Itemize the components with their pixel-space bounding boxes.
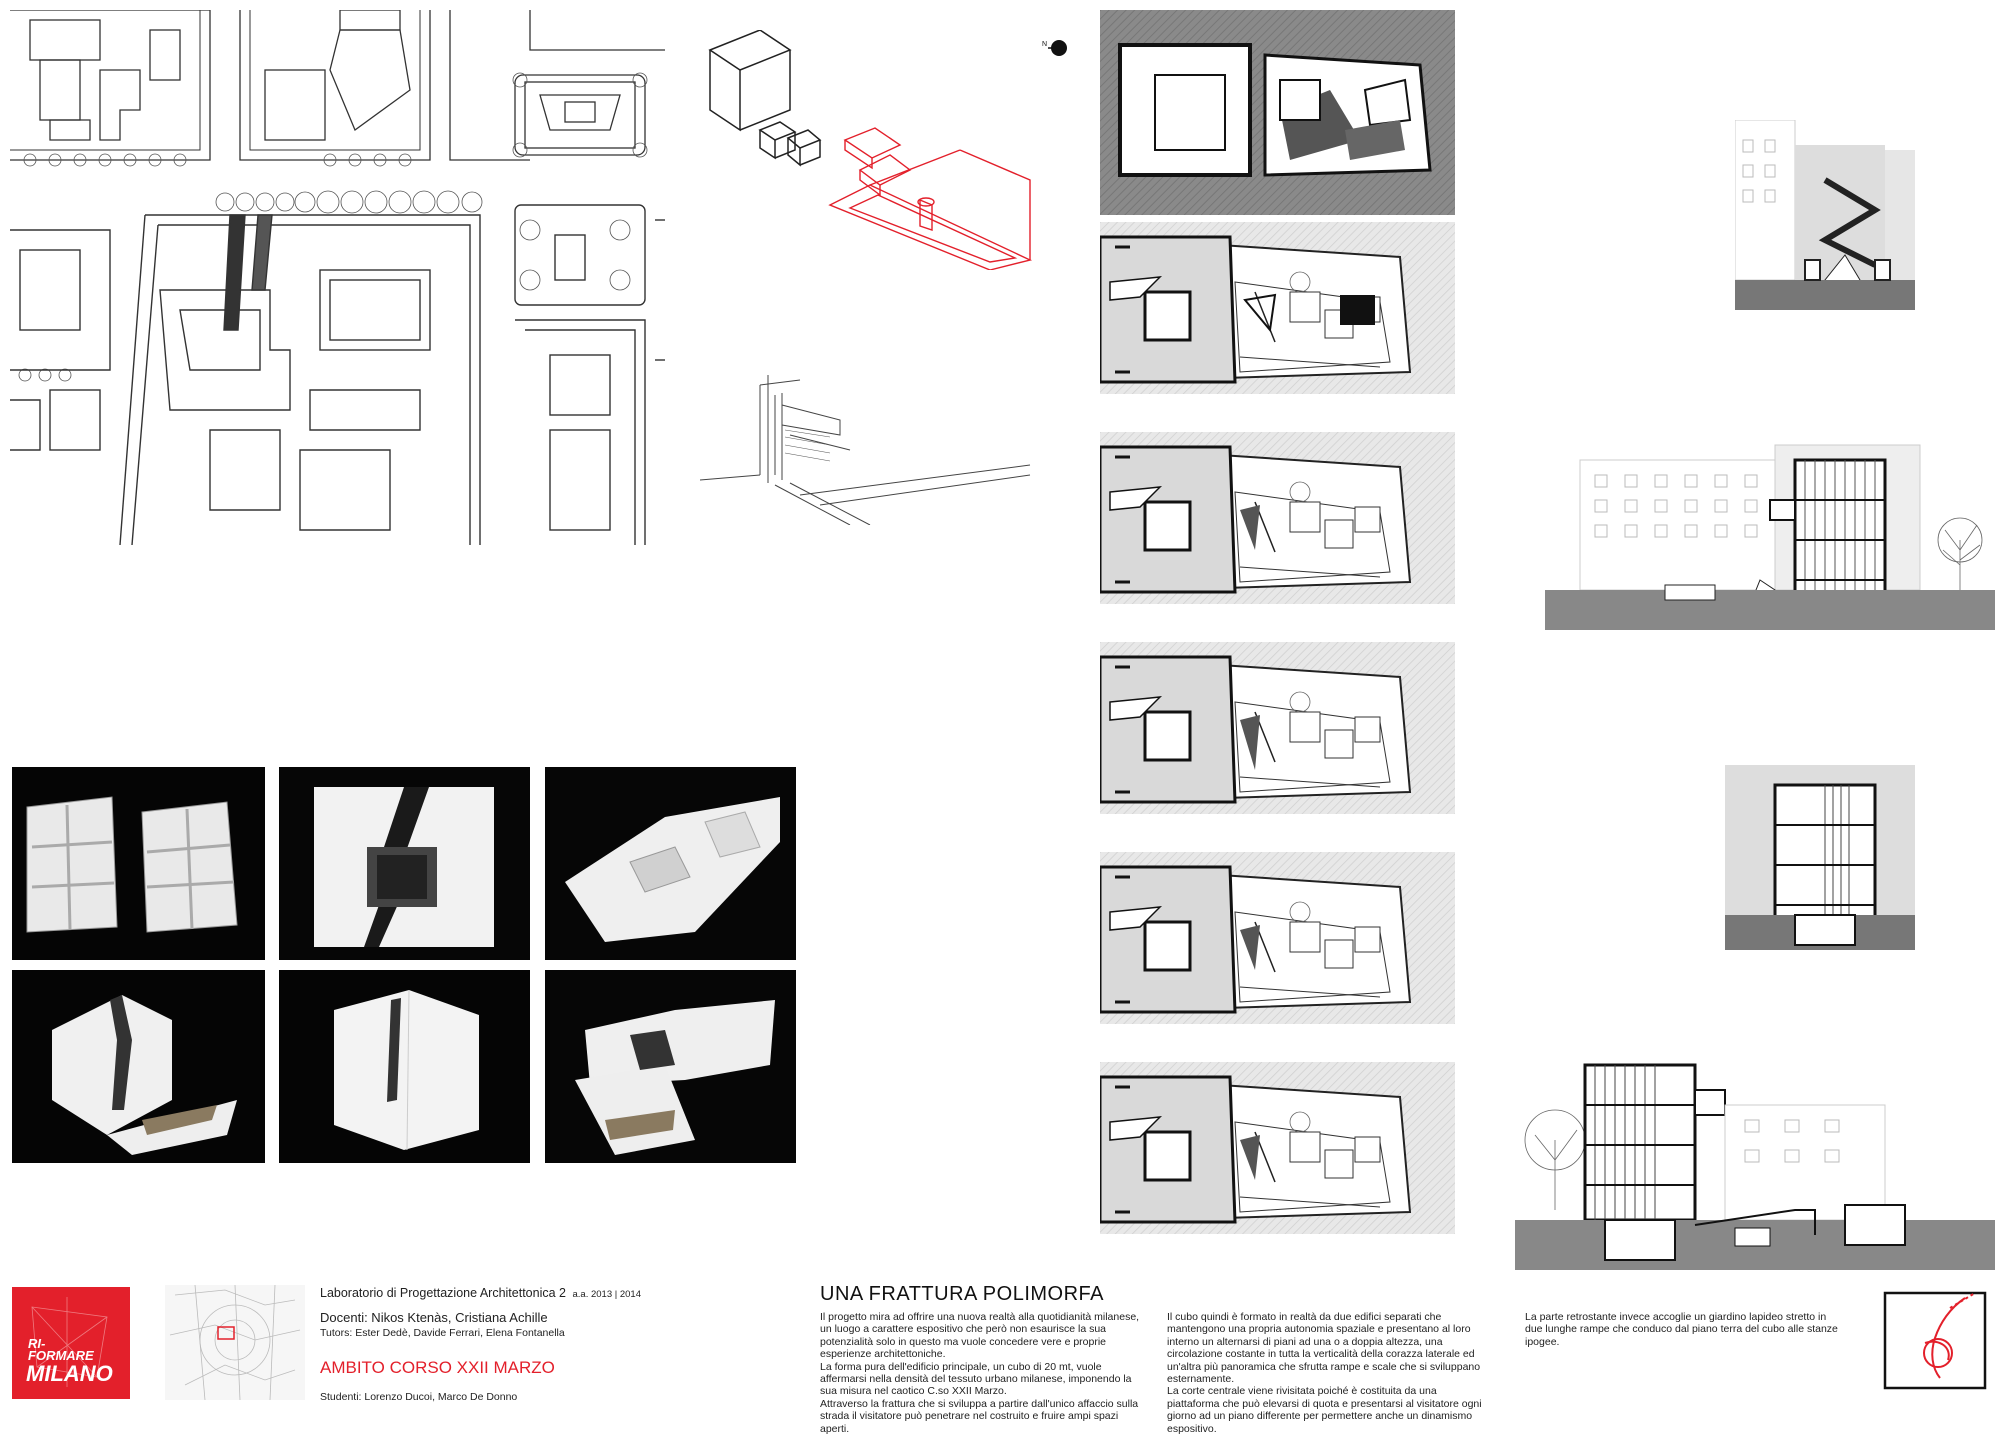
course-title: Laboratorio di Progettazione Architetton… xyxy=(320,1286,641,1300)
course-name: Laboratorio di Progettazione Architetton… xyxy=(320,1286,566,1300)
description-column-1: Il progetto mira ad offrire una nuova re… xyxy=(820,1311,1145,1435)
model-photo-6 xyxy=(545,970,796,1163)
description-column-2: Il cubo quindi è formato in realtà da du… xyxy=(1167,1311,1492,1435)
logo: RI- FORMARE MILANO xyxy=(12,1287,130,1399)
perspective-sketch xyxy=(700,375,1031,525)
model-photo-1 xyxy=(12,767,265,960)
paragraph: Il cubo quindi è formato in realtà da du… xyxy=(1167,1311,1481,1386)
logo-line-1: RI- xyxy=(28,1336,46,1351)
logo-line-2: FORMARE xyxy=(28,1348,94,1363)
paragraph: Attraverso la frattura che si sviluppa a… xyxy=(820,1397,1139,1435)
academic-year: a.a. 2013 | 2014 xyxy=(572,1289,641,1300)
signature-stamp-icon xyxy=(1883,1291,1987,1390)
section-4 xyxy=(1515,1063,1995,1270)
ambito-title: AMBITO CORSO XXII MARZO xyxy=(320,1358,555,1377)
model-photo-4 xyxy=(12,970,265,1163)
description-column-3: La parte retrostante invece accoglie un … xyxy=(1525,1311,1845,1348)
studenti: Studenti: Lorenzo Ducoi, Marco De Donno xyxy=(320,1391,518,1403)
key-map xyxy=(165,1285,305,1400)
paragraph: La corte centrale viene rivisitata poich… xyxy=(1167,1385,1482,1435)
logo-line-3: MILANO xyxy=(26,1361,113,1386)
model-photo-2 xyxy=(279,767,530,960)
docenti: Docenti: Nikos Ktenàs, Cristiana Achille xyxy=(320,1310,548,1325)
floor-plans xyxy=(1100,10,1455,1236)
section-1 xyxy=(1735,120,1915,310)
paragraph: La parte retrostante invece accoglie un … xyxy=(1525,1311,1838,1348)
site-plan xyxy=(10,10,665,545)
section-2 xyxy=(1545,444,1995,630)
paragraph: La forma pura dell'edificio principale, … xyxy=(820,1360,1132,1398)
axonometric-diagram xyxy=(708,30,1033,270)
north-arrow-icon: N xyxy=(1042,40,1067,56)
tutors: Tutors: Ester Dedè, Davide Ferrari, Elen… xyxy=(320,1327,565,1339)
model-photo-5 xyxy=(279,970,530,1163)
paragraph: Il progetto mira ad offrire una nuova re… xyxy=(820,1311,1140,1361)
model-photo-3 xyxy=(545,767,796,960)
section-3 xyxy=(1725,765,1915,950)
project-title: UNA FRATTURA POLIMORFA xyxy=(820,1283,1104,1305)
svg-text:N: N xyxy=(1042,41,1047,48)
